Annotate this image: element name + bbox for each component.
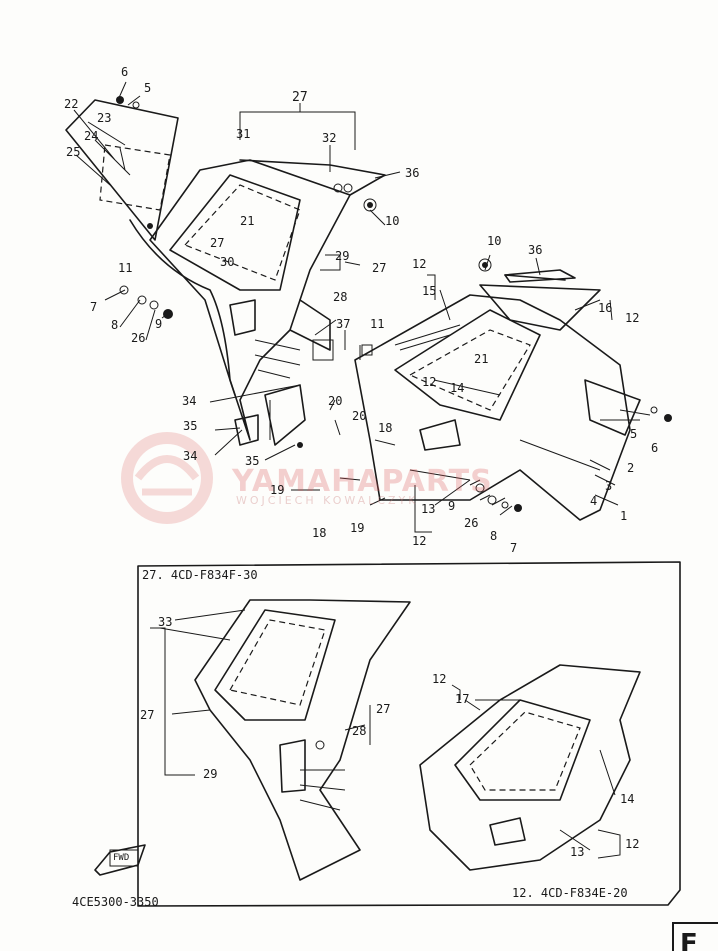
callout-label: 27 (372, 261, 387, 275)
callout-label: 36 (405, 166, 420, 180)
callout-label: 12 (432, 672, 447, 686)
page-corner-tab: F (672, 922, 718, 951)
callout-label: 37 (336, 317, 351, 331)
callout-label: 14 (450, 381, 465, 395)
callout-label: 22 (64, 97, 79, 111)
callout-label: 19 (270, 483, 285, 497)
callout-label: 1 (620, 509, 628, 523)
callout-label: 16 (598, 301, 613, 315)
callout-label: 26 (131, 331, 146, 345)
callout-label: 25 (66, 145, 81, 159)
callout-label: 27 (292, 90, 308, 105)
callout-label: 2 (627, 461, 635, 475)
callout-label: 18 (378, 421, 393, 435)
callout-label: 9 (155, 317, 163, 331)
inset-27-cowling (150, 599, 411, 881)
callout-label: 34 (182, 394, 197, 408)
watermark-text: YAMAHAPARTS (232, 464, 493, 499)
inset-27-title: 27. 4CD-F834F-30 (142, 568, 258, 582)
callout-label: 26 (464, 516, 479, 530)
callout-label: 11 (370, 317, 385, 331)
callout-label: 5 (144, 81, 152, 95)
callout-label: 24 (84, 129, 99, 143)
callout-label: 34 (183, 449, 198, 463)
callout-label: 27 (210, 236, 225, 250)
callout-label: 29 (335, 249, 350, 263)
callout-label: 29 (203, 767, 218, 781)
callout-label: 6 (651, 441, 659, 455)
callout-label: 7 (90, 300, 98, 314)
fwd-arrow-icon (94, 844, 146, 876)
callout-label: 13 (570, 845, 585, 859)
callout-label: 12 (412, 257, 427, 271)
callout-label: 36 (528, 243, 543, 257)
callout-label: 18 (312, 526, 327, 540)
callout-label: 27 (376, 702, 391, 716)
callout-label: 10 (487, 234, 502, 248)
callout-label: 33 (158, 615, 173, 629)
fasteners (116, 96, 672, 512)
callout-label: 9 (448, 499, 456, 513)
fwd-arrow-label: FWD (113, 853, 130, 863)
side-bracket (234, 384, 306, 448)
inset-frame (137, 561, 681, 907)
windshield-panel (65, 99, 179, 241)
diagram-code: 4CE5300-3350 (72, 895, 159, 909)
callout-label: 20 (328, 394, 343, 408)
inset-12-cowling (419, 664, 641, 871)
callout-label: 21 (240, 214, 255, 228)
left-upper-cowling (129, 159, 386, 441)
callout-label: 35 (183, 419, 198, 433)
callout-label: 12 (412, 534, 427, 548)
callout-label: 4 (590, 494, 598, 508)
callout-label: 31 (236, 127, 251, 141)
inset-12-title: 12. 4CD-F834E-20 (512, 886, 628, 900)
callout-label: 20 (352, 409, 367, 423)
callout-label: 14 (620, 792, 635, 806)
callout-label: 5 (630, 427, 638, 441)
callout-label: 10 (385, 214, 400, 228)
callout-label: 30 (220, 255, 235, 269)
callout-label: 12 (422, 375, 437, 389)
callout-label: 17 (455, 692, 470, 706)
callout-label: 21 (474, 352, 489, 366)
callout-label: 15 (422, 284, 437, 298)
callout-label: 6 (121, 65, 129, 79)
callout-label: 32 (322, 131, 337, 145)
callout-label: 8 (490, 529, 498, 543)
callout-label: 8 (111, 318, 119, 332)
callout-label: 35 (245, 454, 260, 468)
callout-label: 19 (350, 521, 365, 535)
callout-label: 27 (140, 708, 155, 722)
watermark-subtitle: WOJCIECH KOWALCZYK (236, 494, 419, 507)
callout-label: 12 (625, 837, 640, 851)
callout-label: 3 (605, 479, 613, 493)
callout-label: 7 (510, 541, 518, 555)
watermark-logo (121, 432, 213, 524)
callout-label: 28 (352, 724, 367, 738)
callout-label: 28 (333, 290, 348, 304)
callout-label: 23 (97, 111, 112, 125)
leader-lines (73, 81, 651, 533)
callout-label: 13 (421, 502, 436, 516)
callout-label: 11 (118, 261, 133, 275)
callout-label: 12 (625, 311, 640, 325)
